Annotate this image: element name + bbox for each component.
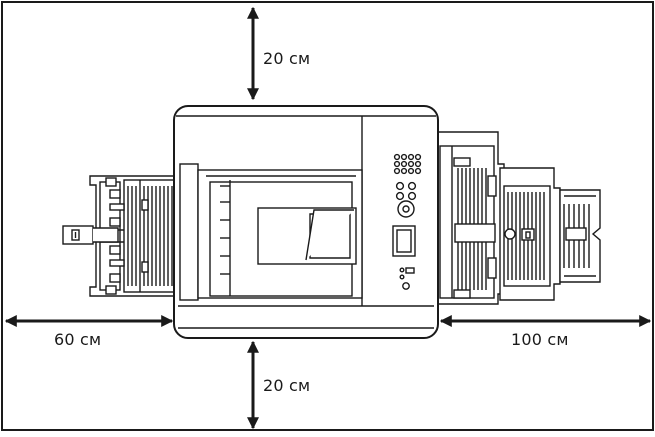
bottom-clearance-label: 20 см [263, 376, 311, 395]
printer-body [173, 105, 439, 339]
left-paper-tray [62, 175, 177, 297]
printer-top-view [62, 105, 601, 339]
control-panel [392, 153, 422, 290]
left-clearance-label: 60 см [54, 330, 102, 349]
right-multipurpose-tray [435, 131, 601, 305]
right-clearance-label: 100 см [511, 330, 569, 349]
top-clearance-label: 20 см [263, 49, 311, 68]
